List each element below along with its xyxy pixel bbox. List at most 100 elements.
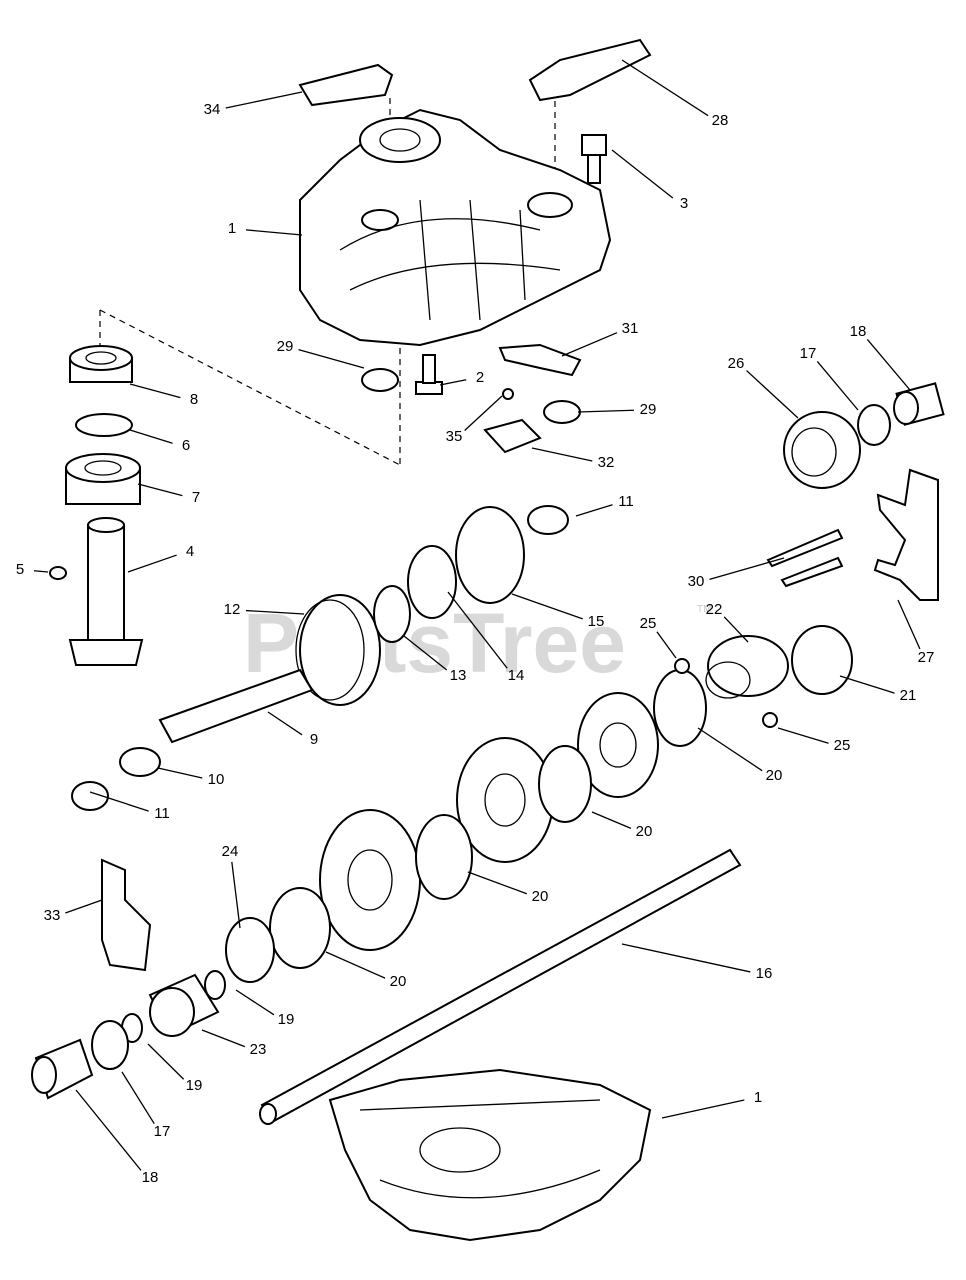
callout-c20c: 20: [532, 888, 549, 905]
callout-c25a: 25: [640, 615, 657, 632]
leader-line-c9: [267, 711, 303, 736]
callout-c15: 15: [588, 613, 605, 630]
callout-c24: 24: [222, 843, 239, 860]
lower-housing-part-1: [328, 1068, 652, 1242]
shaft-part-16: [259, 848, 742, 1125]
washer-part-20-c: [653, 669, 707, 747]
leader-line-c15: [511, 593, 583, 620]
washer-part-6: [75, 413, 133, 437]
leader-line-c17b: [121, 1071, 155, 1125]
bushing-part-18-lower: [31, 1038, 94, 1100]
washer-part-17-lower: [91, 1020, 129, 1070]
callout-c32: 32: [598, 454, 615, 471]
bearing-part-8: [69, 345, 133, 383]
leader-line-c14: [447, 591, 508, 669]
callout-c18b: 18: [142, 1169, 159, 1186]
pulley-part-26: [783, 411, 861, 489]
leader-line-c7: [137, 483, 183, 497]
leader-line-c34: [225, 91, 303, 109]
leader-line-c18b: [75, 1089, 142, 1171]
callout-c2: 2: [476, 369, 484, 386]
leader-line-c19a: [235, 989, 275, 1016]
leader-line-c20a: [697, 727, 763, 772]
screw-part-3: [581, 134, 607, 184]
leader-line-c11b: [89, 791, 149, 812]
leader-line-c1a: [245, 229, 303, 236]
ball-part-25-b: [762, 712, 778, 728]
leader-line-c20d: [325, 951, 386, 979]
callout-c7: 7: [192, 489, 200, 506]
callout-c12: 12: [224, 601, 241, 618]
shaft-part-9: [158, 668, 314, 744]
leader-line-c16: [621, 943, 751, 973]
plate-part-32: [483, 418, 542, 454]
fork-part-33: [101, 858, 152, 972]
plate-part-31: [498, 343, 582, 377]
callout-c14: 14: [508, 667, 525, 684]
leader-line-c35: [464, 395, 503, 431]
collar-part-23: [148, 973, 220, 1037]
leader-line-c32: [531, 447, 593, 462]
leader-line-c29a: [298, 348, 365, 369]
spacer-part-10: [119, 747, 161, 777]
callout-c29a: 29: [277, 338, 294, 355]
lever-part-34: [298, 63, 394, 107]
callout-c13: 13: [450, 667, 467, 684]
leader-line-c31: [561, 332, 618, 357]
callout-c31: 31: [622, 320, 639, 337]
collar-part-22: [705, 635, 789, 699]
gear-part-13: [373, 585, 411, 643]
callout-c11b: 11: [154, 805, 170, 822]
leader-line-c10: [157, 767, 203, 779]
callout-c11a: 11: [618, 493, 634, 510]
leader-line-c25b: [777, 727, 829, 744]
spring-part-30: [766, 528, 844, 588]
callout-c19a: 19: [278, 1011, 295, 1028]
leader-line-c28: [621, 59, 709, 117]
leader-line-c8: [129, 383, 181, 399]
callout-c30: 30: [688, 573, 705, 590]
ball-part-25-a: [674, 658, 690, 674]
leader-line-c20c: [467, 871, 527, 895]
leader-line-c33: [65, 899, 103, 914]
leader-line-c19b: [147, 1043, 185, 1080]
callout-c10: 10: [208, 771, 225, 788]
leader-line-c26: [746, 370, 799, 419]
callout-c6: 6: [182, 437, 190, 454]
leader-line-c20b: [591, 811, 632, 830]
gear-part-13-large: [319, 809, 421, 951]
leader-line-c27: [897, 599, 921, 650]
fork-part-27: [873, 468, 939, 601]
bushing-part-18: [893, 382, 945, 426]
callout-c20a: 20: [766, 767, 783, 784]
leader-line-c11a: [575, 504, 613, 517]
watermark-trademark: TM: [697, 604, 711, 615]
screw-part-2: [415, 354, 443, 395]
callout-c26: 26: [728, 355, 745, 372]
leader-line-c30: [709, 557, 785, 580]
callout-c29b: 29: [640, 401, 657, 418]
key-part-5: [49, 566, 67, 580]
callout-c20d: 20: [390, 973, 407, 990]
callout-c33: 33: [44, 907, 61, 924]
leader-line-c3: [611, 149, 674, 199]
plug-part-29: [361, 368, 581, 424]
arm-part-28: [528, 38, 652, 102]
gear-part-15-large: [577, 692, 659, 798]
washer-part-20-b: [538, 745, 592, 823]
gear-part-14: [407, 545, 457, 619]
leader-line-c21: [839, 675, 895, 694]
leader-line-c17a: [816, 361, 859, 411]
callout-c23: 23: [250, 1041, 267, 1058]
callout-c17b: 17: [154, 1123, 171, 1140]
callout-c34: 34: [204, 101, 221, 118]
callout-c1a: 1: [228, 220, 236, 237]
leader-line-c23: [201, 1029, 246, 1048]
leader-line-c25a: [656, 631, 677, 659]
washer-part-20-a: [415, 814, 473, 900]
callout-c17a: 17: [800, 345, 817, 362]
leader-line-c4: [127, 554, 177, 573]
leader-line-c5: [33, 570, 49, 573]
